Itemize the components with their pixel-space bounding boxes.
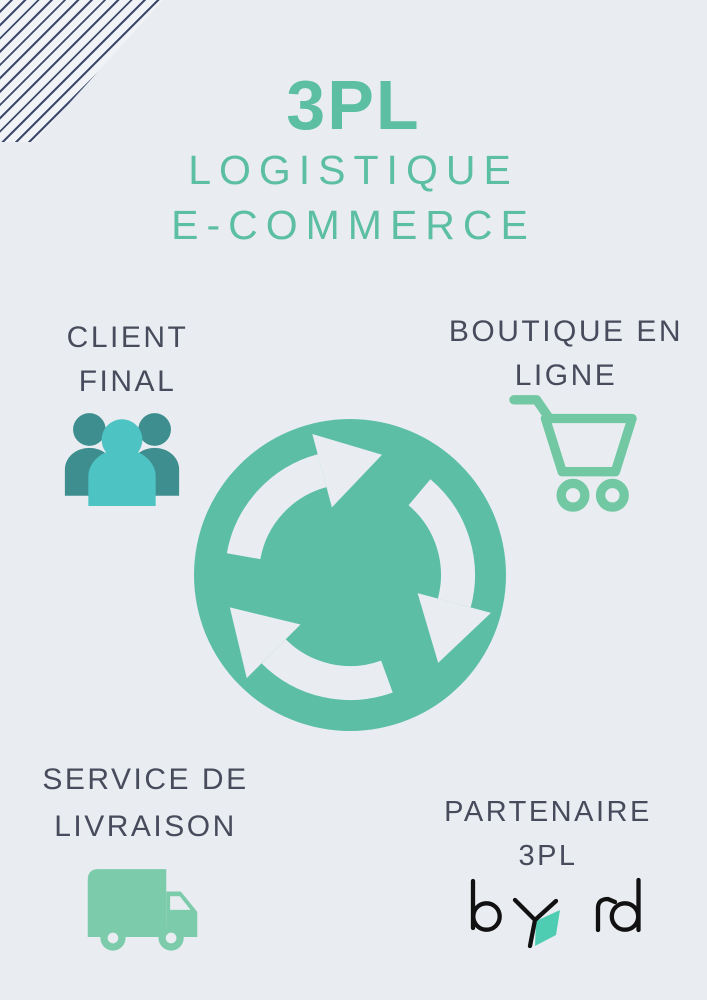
cycle-arrows-icon [194,419,510,735]
page-subtitle-line2: E-COMMERCE [171,202,536,248]
boutique-line1: BOUTIQUE EN [448,315,684,348]
byrd-logo [470,877,641,949]
page-title: 3PL [286,66,421,144]
partenaire-line1: PARTENAIRE [444,796,652,828]
customers-people-icon [64,413,180,506]
node-service-de-livraison-label: SERVICE DE LIVRAISON [18,756,273,850]
shopping-cart-icon [509,395,637,512]
livraison-line1: SERVICE DE [42,763,249,796]
client-final-line2: FINAL [78,365,177,398]
client-final-line1: CLIENT [66,321,189,354]
partenaire-line2: 3PL [518,840,578,872]
page-subtitle-line1: LOGISTIQUE [188,147,519,193]
node-partenaire-3pl-label: PARTENAIRE 3PL [428,790,668,878]
boutique-line2: LIGNE [514,359,618,392]
node-client-final-label: CLIENT FINAL [20,316,235,404]
delivery-truck-icon [87,869,198,951]
title-block: 3PL LOGISTIQUE E-COMMERCE [0,70,707,250]
livraison-line2: LIVRAISON [54,810,237,843]
node-boutique-en-ligne-label: BOUTIQUE EN LIGNE [425,310,707,398]
